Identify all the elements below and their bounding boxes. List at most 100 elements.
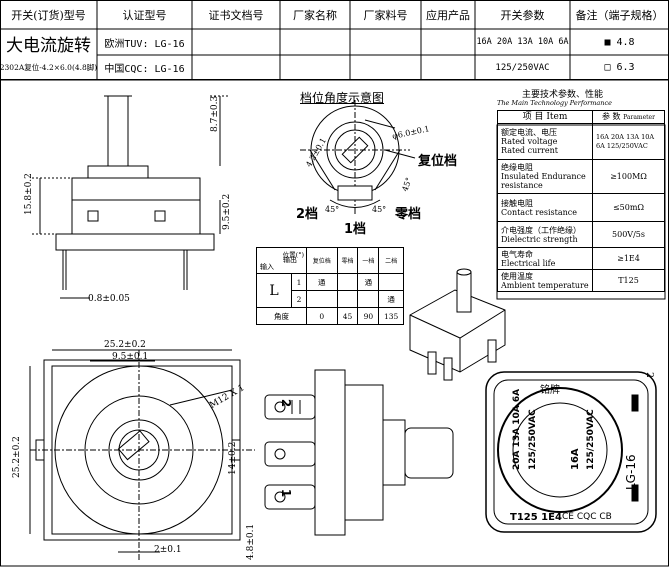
spec-value: 16A 20A 13A 10A 6A 125/250VAC xyxy=(592,123,665,160)
label-second: 2档 xyxy=(296,207,319,222)
spec-title-cn: 主要技术参数、性能 xyxy=(522,90,604,100)
spec-key-en: Contact resistance xyxy=(501,207,577,217)
dim-252a: 25.2±0.2 xyxy=(104,340,146,350)
cert-eu: 欧洲TUV: LG-16 xyxy=(104,38,185,50)
param-voltage: 125/250VAC xyxy=(495,62,550,73)
dim-48: 4.8±0.1 xyxy=(246,523,256,560)
cert-cn: 中国CQC: LG-16 xyxy=(104,64,185,75)
pos-angle: 90 xyxy=(357,307,380,325)
angle-45a: 45° xyxy=(325,205,340,214)
pos-cell: 通 xyxy=(357,273,380,291)
spec-key-cn: 接触电阻 xyxy=(501,198,533,208)
dim-r42: 4.2±0.1 xyxy=(304,136,329,169)
position-table: 位置(°) 输入 输出 复位档 零档 一档 二档 L 1 通 通 2 通 角度 … xyxy=(256,247,404,325)
pos-head-zero: 零档 xyxy=(336,247,359,274)
col-order-model: 开关(订货)型号 xyxy=(11,8,86,22)
diagram-title: 档位角度示意图 xyxy=(300,91,385,105)
pos-corner-top: 位置(°) xyxy=(282,251,304,259)
col-part-no: 厂家料号 xyxy=(363,8,408,22)
note-48: ■ 4.8 xyxy=(604,36,635,48)
pos-head-second: 二档 xyxy=(378,247,404,274)
pos-cell: 通 xyxy=(378,290,404,308)
pos-angle: 135 xyxy=(378,307,404,325)
spec-col-param: 参 数 Parameter xyxy=(592,110,665,124)
angle-45b: 45° xyxy=(372,205,387,214)
pos-cell xyxy=(336,273,359,291)
spec-key-en: Ambient temperature xyxy=(501,280,589,290)
pos-corner-out: 输出 xyxy=(283,256,297,264)
pos-corner-in: 输入 xyxy=(260,263,274,271)
pos-angle-label: 角度 xyxy=(256,307,307,325)
pos-head-reset: 复位档 xyxy=(306,247,338,274)
pos-angle: 45 xyxy=(336,307,359,325)
dim-87: 8.7±0.3 xyxy=(210,95,220,132)
spec-key: 介电强度（工作绝缘）Dielectric strength xyxy=(497,221,593,248)
spec-value: ≥100MΩ xyxy=(592,159,665,194)
spec-col-param-cn: 参 数 xyxy=(602,112,621,121)
spec-header-row: 项 目 Item 参 数 Parameter xyxy=(497,110,665,124)
spec-key-en: Insulated Endurance xyxy=(501,172,586,181)
spec-col-item: 项 目 Item xyxy=(497,110,593,124)
pos-row: 2 通 xyxy=(257,290,404,308)
product-cert-marks: CE CQC CB xyxy=(562,512,612,522)
dim-dia: φ6.0±0.1 xyxy=(391,124,431,141)
dim-158: 15.8±0.2 xyxy=(24,173,34,215)
spec-value: ≤50mΩ xyxy=(592,193,665,222)
spec-value: T125 xyxy=(592,269,665,292)
col-maker: 厂家名称 xyxy=(293,8,337,22)
dim-08: 0.8±0.05 xyxy=(88,294,130,304)
dim-95: 9.5±0.2 xyxy=(222,193,232,230)
product-num: 2 xyxy=(643,372,654,378)
spec-key-en: Electrical life xyxy=(501,258,556,268)
spec-key-cn: 额定电流、电压 xyxy=(501,128,557,137)
note-63: □ 6.3 xyxy=(604,62,635,73)
spec-col-param-en: Parameter xyxy=(623,114,655,121)
label-first: 1档 xyxy=(344,222,367,237)
dim-252b: 25.2±0.2 xyxy=(12,436,22,478)
spec-title-en: The Main Technology Performance xyxy=(497,99,612,107)
label-zero: 零档 xyxy=(395,207,422,222)
spec-key-en2: resistance xyxy=(501,181,543,190)
product-line4: 125/250VAC xyxy=(586,409,596,470)
pos-row: L 1 通 通 xyxy=(256,273,404,308)
spec-key-en: Rated voltage xyxy=(501,137,558,146)
col-notes: 备注（端子规格） xyxy=(575,8,664,22)
pos-angle: 0 xyxy=(306,307,338,325)
pos-out-num: 2 xyxy=(291,290,307,308)
col-cert-model: 认证型号 xyxy=(122,8,167,22)
pos-angle-row: 角度 0 45 90 135 xyxy=(256,307,404,325)
spec-key-en: Dielectric strength xyxy=(501,234,578,244)
product-side-model: LG-16 xyxy=(624,454,638,490)
terminal-mark-2: 2 xyxy=(279,398,294,408)
product-top-text: 铭牌 xyxy=(540,385,560,396)
dim-m12: M12 X 1 xyxy=(208,383,247,411)
spec-key-en2: Rated current xyxy=(501,146,558,155)
pos-cell xyxy=(336,290,359,308)
product-line1: 20A 13A 10A 6A xyxy=(512,388,522,470)
model-spec: 2302A复位-4.2×6.0(4.8脚) xyxy=(0,62,97,72)
pos-cell xyxy=(378,273,404,291)
pos-input-l: L xyxy=(256,273,292,308)
dim-14: 14±0.2 xyxy=(228,441,238,475)
col-cert-doc: 证书文档号 xyxy=(208,8,264,22)
spec-value: 500V/5s xyxy=(592,221,665,248)
spec-key-cn: 使用温度 xyxy=(501,271,533,281)
spec-key-cn: 绝缘电阻 xyxy=(501,163,533,172)
pos-cell xyxy=(306,290,338,308)
col-application: 应用产品 xyxy=(426,8,470,22)
product-line2: 125/250VAC xyxy=(528,409,538,470)
pos-cell: 通 xyxy=(306,273,338,291)
dim-21: 2±0.1 xyxy=(154,545,182,555)
pos-cell xyxy=(357,290,380,308)
